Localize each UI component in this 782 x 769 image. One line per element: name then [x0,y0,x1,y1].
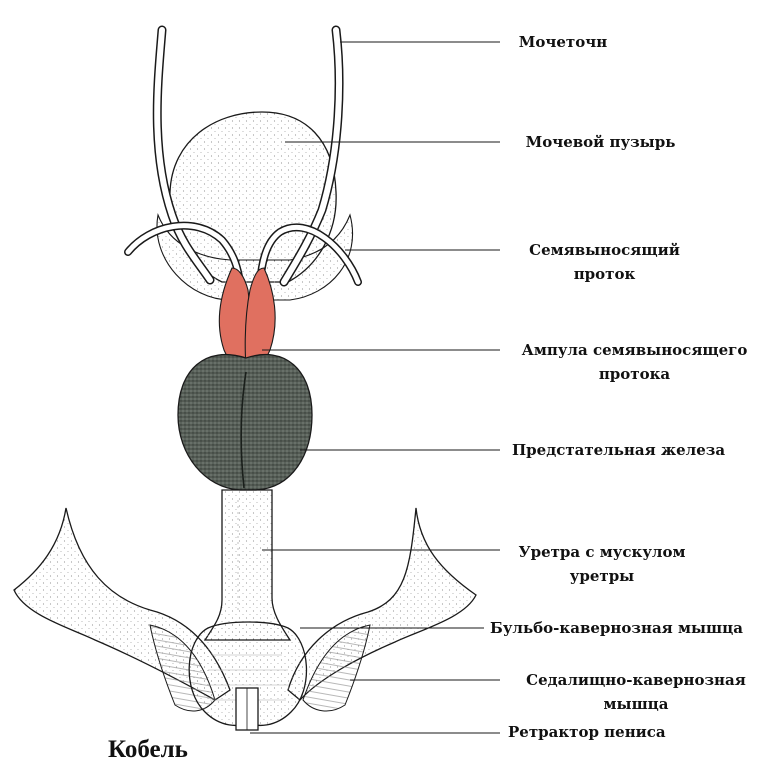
label-bulbocavernosus: Бульбо-кавернозная мышца [490,616,743,640]
label-urethra: Уретра с мускулом уретры [512,540,692,588]
urethra-shape [205,490,290,640]
diagram-caption: Кобель [108,736,188,764]
label-retractor: Ретрактор пениса [508,720,666,744]
label-prostate: Предстательная железа [512,438,725,462]
label-bladder: Мочевой пузырь [508,130,693,154]
label-ureter: Мочеточн [508,30,618,54]
label-ampulla: Ампула семявыносящего протока [512,338,757,386]
label-vas-deferens: Семявыносящий проток [512,238,697,286]
label-ischiocavernosus: Седалищно-кавернозная мышца [505,668,767,716]
